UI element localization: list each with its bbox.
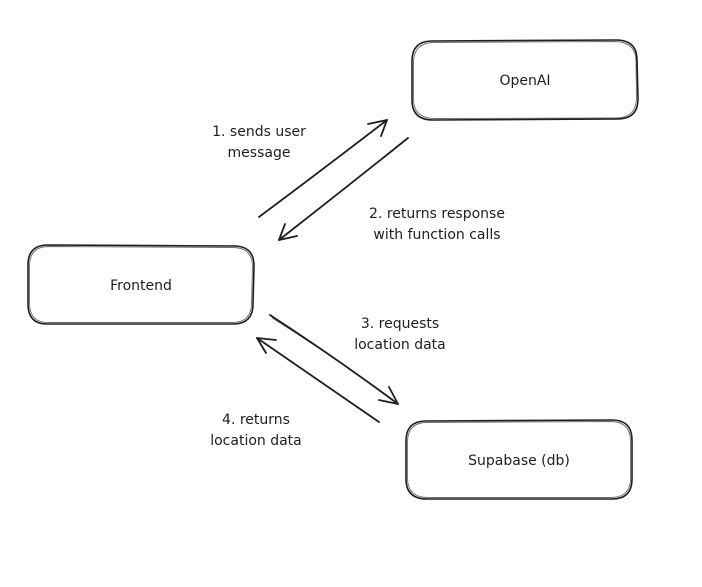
node-frontend[interactable]: Frontend (27, 244, 255, 325)
node-openai[interactable]: OpenAI (411, 39, 639, 121)
arrow-returns-location-head (256, 337, 277, 354)
arrow-requests-shaft-sketch (271, 317, 393, 400)
node-openai-border (411, 39, 639, 121)
node-openai-border-sketch (413, 41, 637, 119)
arrow-returns-location-shaft (256, 337, 380, 423)
arrow-sends-user-message (258, 119, 388, 218)
edge-label-returns-response-line1: 2. returns response (369, 206, 505, 222)
edge-label-returns-location-line2: location data (210, 433, 302, 449)
arrow-requests-head (378, 386, 399, 405)
node-supabase[interactable]: Supabase (db) (405, 419, 633, 500)
arrow-returns-response-head (278, 223, 298, 241)
arrow-returns-response (278, 137, 409, 241)
edge-label-sends-line1: 1. sends user (212, 124, 306, 140)
node-frontend-label: Frontend (110, 278, 172, 294)
edge-label-sends-line2: message (228, 145, 291, 161)
node-supabase-border (405, 419, 633, 500)
node-frontend-border-sketch (29, 246, 253, 323)
node-supabase-label: Supabase (db) (468, 453, 570, 469)
node-frontend-border (27, 244, 255, 325)
arrow-returns-location (256, 337, 380, 423)
arrow-returns-response-shaft (278, 137, 409, 241)
arrow-sends-head (367, 119, 388, 137)
edge-label-returns-location-line1: 4. returns (222, 412, 290, 428)
edge-label-requests-line1: 3. requests (361, 316, 439, 332)
node-supabase-border-sketch (407, 421, 631, 498)
arrow-sends-shaft (258, 119, 388, 218)
edge-label-returns-response-line2: with function calls (373, 227, 500, 243)
node-openai-label: OpenAI (499, 73, 550, 89)
edge-label-requests-line2: location data (354, 337, 446, 353)
arrow-requests-location (269, 314, 399, 405)
